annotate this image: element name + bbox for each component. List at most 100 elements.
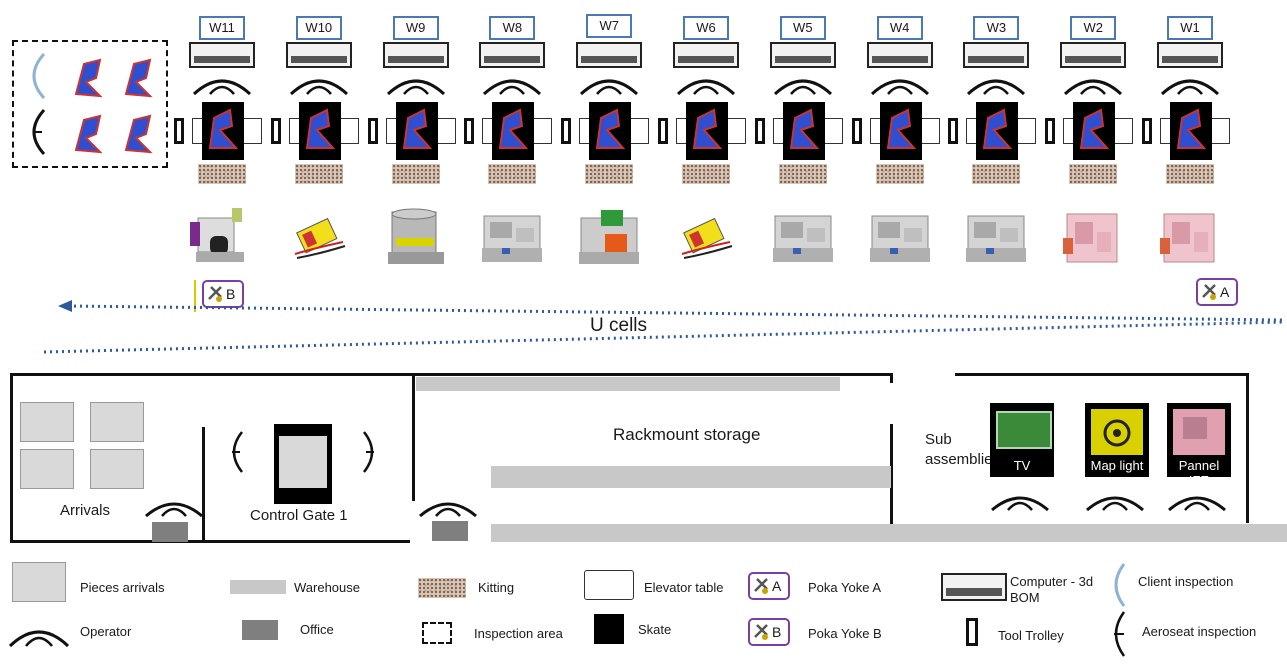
computer-icon — [576, 42, 643, 68]
operator-icon — [580, 79, 639, 96]
aeroseat-inspection-icon — [232, 431, 243, 473]
inspection-brackets-icon — [32, 52, 46, 156]
operator-icon — [1064, 79, 1123, 96]
legend-poka-yoke-a: Poka Yoke A — [808, 580, 882, 595]
kitting — [391, 164, 440, 184]
skate — [274, 424, 332, 504]
warehouse-shelf — [491, 466, 891, 488]
skate — [1073, 102, 1116, 160]
seat-parts-icon — [74, 58, 153, 154]
floor-bottom-wall — [10, 540, 410, 543]
arrival-piece — [20, 449, 74, 489]
warehouse-shelf — [416, 377, 840, 391]
floor-top-wall-right — [955, 373, 1249, 376]
tool-trolley — [367, 118, 378, 144]
poka-yoke-tools-icon — [754, 578, 768, 594]
legend-kitting: Kitting — [478, 580, 515, 595]
kitting — [294, 164, 343, 184]
workstation-label-w9: W9 — [392, 16, 439, 40]
skate — [298, 102, 341, 160]
computer-icon — [673, 42, 739, 68]
legend-aeroseat-inspection-icon — [1114, 611, 1126, 657]
kitting — [875, 164, 924, 184]
operator-icon — [967, 79, 1026, 96]
seat-icon — [305, 108, 336, 149]
machine-green-panel-machine — [579, 210, 640, 264]
workstation-label-w8: W8 — [489, 16, 536, 40]
poka-yoke-tools-icon — [208, 286, 222, 302]
legend-office-swatch — [242, 620, 278, 640]
workstation-label-w2: W2 — [1070, 16, 1117, 40]
machine-battery-pack — [294, 217, 346, 259]
arrival-piece — [90, 402, 144, 442]
computer-icon — [866, 42, 933, 68]
legend-warehouse: Warehouse — [294, 580, 360, 595]
sub-assembly-tv: TV — [990, 403, 1054, 472]
tool-trolley — [754, 118, 765, 144]
control-gate-label: Control Gate 1 — [250, 507, 348, 524]
tool-trolley — [561, 118, 572, 144]
legend-poka-yoke-b-swatch: B — [748, 618, 790, 646]
sub-assembly-map-light-label: Map light — [1090, 458, 1144, 473]
workstation-label-w4: W4 — [876, 16, 923, 40]
kitting — [198, 164, 246, 184]
kitting — [1166, 164, 1214, 184]
workstation-label-w10: W10 — [295, 16, 342, 40]
operator-icon — [483, 79, 542, 96]
tool-trolley — [851, 118, 862, 144]
operator-icon — [145, 502, 203, 518]
u-cells-flow — [43, 300, 1285, 354]
operator-icon — [1160, 79, 1220, 96]
skate — [589, 102, 632, 160]
computer-icon — [285, 42, 352, 68]
legend-client-inspection-icon — [1114, 563, 1126, 607]
sub-assembly-pannel-ife — [1167, 403, 1231, 457]
office-block — [152, 522, 188, 542]
computer-icon — [189, 42, 255, 68]
flow-top-line — [67, 304, 1285, 322]
tool-trolley — [948, 118, 959, 144]
operator-icon — [419, 502, 477, 518]
skate — [976, 102, 1019, 160]
tool-trolley — [270, 118, 281, 144]
seat-icon — [983, 108, 1013, 149]
flow-arrowhead-icon — [58, 300, 72, 312]
warehouse-shelf — [491, 524, 1287, 542]
legend-inspection-area-swatch — [422, 622, 452, 644]
floor-right-wall — [1246, 373, 1249, 523]
operator-icon — [676, 79, 736, 96]
computer-icon — [769, 42, 836, 68]
poka-yoke-a-marker: A — [1196, 278, 1238, 306]
arrival-piece — [20, 402, 74, 442]
skate — [686, 102, 728, 160]
rackmount-label: Rackmount storage — [613, 425, 761, 444]
storage-right-wall-top — [890, 373, 893, 383]
arrivals-label: Arrivals — [60, 502, 111, 519]
flow-bottom-line — [43, 320, 1285, 354]
seat-icon — [402, 108, 432, 149]
legend-skate-swatch — [594, 614, 624, 644]
aeroseat-inspection-icon — [363, 431, 374, 473]
legend-pieces-arrivals-swatch — [12, 562, 66, 602]
legend-operator: Operator — [80, 624, 132, 639]
arrival-piece — [90, 449, 144, 489]
operator-icon — [1086, 496, 1144, 512]
poka-yoke-tools-icon — [754, 624, 768, 640]
legend-computer-bom: Computer - 3d BOM — [1010, 574, 1094, 605]
skate — [202, 102, 244, 160]
kitting — [585, 164, 634, 184]
storage-right-wall-bottom — [890, 424, 893, 540]
inspection-area — [12, 40, 168, 168]
operator-icon — [289, 79, 348, 96]
sub-assembly-pannel-ife-label: Pannel IFE — [1178, 458, 1220, 488]
legend-client-inspection: Client inspection — [1138, 574, 1234, 589]
legend-skate: Skate — [638, 622, 672, 637]
poka-yoke-b-indicator — [194, 280, 196, 312]
seat-icon — [596, 108, 626, 149]
skate — [879, 102, 922, 160]
tool-trolley — [658, 118, 668, 144]
seat-icon — [1176, 108, 1207, 149]
seat-icon — [499, 108, 529, 149]
legend-poka-yoke-b: Poka Yoke B — [808, 626, 882, 641]
seat-icon — [886, 108, 916, 149]
